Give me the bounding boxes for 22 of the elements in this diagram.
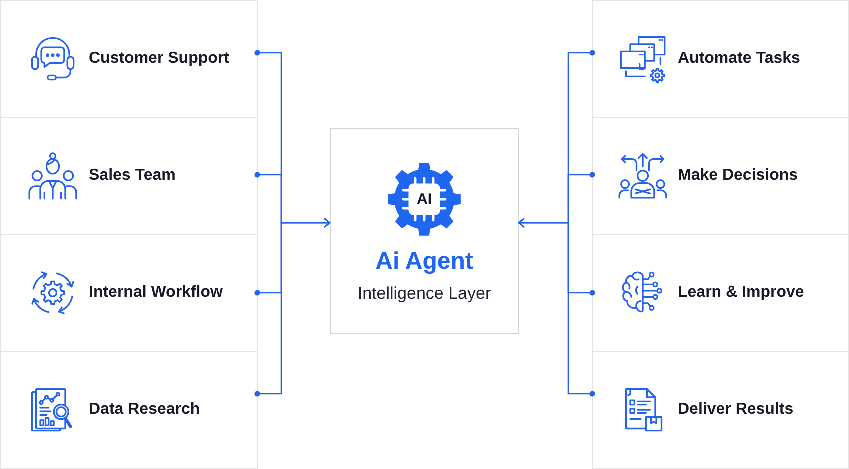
card-title: Make Decisions [678,166,798,186]
card-title: Data Research [89,400,200,420]
connector-arrow [254,218,331,397]
card-title: Deliver Results [678,400,794,420]
card-title: Customer Support [89,49,230,69]
feature-card [0,234,258,352]
card-title: Sales Team [89,166,176,186]
feature-card [0,0,258,118]
agent-box [330,128,519,334]
card-title: Learn & Improve [678,283,804,303]
feature-card [592,117,849,235]
card-title: Internal Workflow [89,283,223,303]
feature-card [592,0,849,118]
chip-label: AI [417,192,432,208]
agent-subtitle: Intelligence Layer [358,283,492,305]
feature-card [0,351,258,469]
agent-title: Ai Agent [376,248,474,276]
feature-card [592,234,849,352]
feature-card [0,117,258,235]
feature-card [592,351,849,469]
card-title: Automate Tasks [678,49,800,69]
connector-arrow [518,218,596,397]
